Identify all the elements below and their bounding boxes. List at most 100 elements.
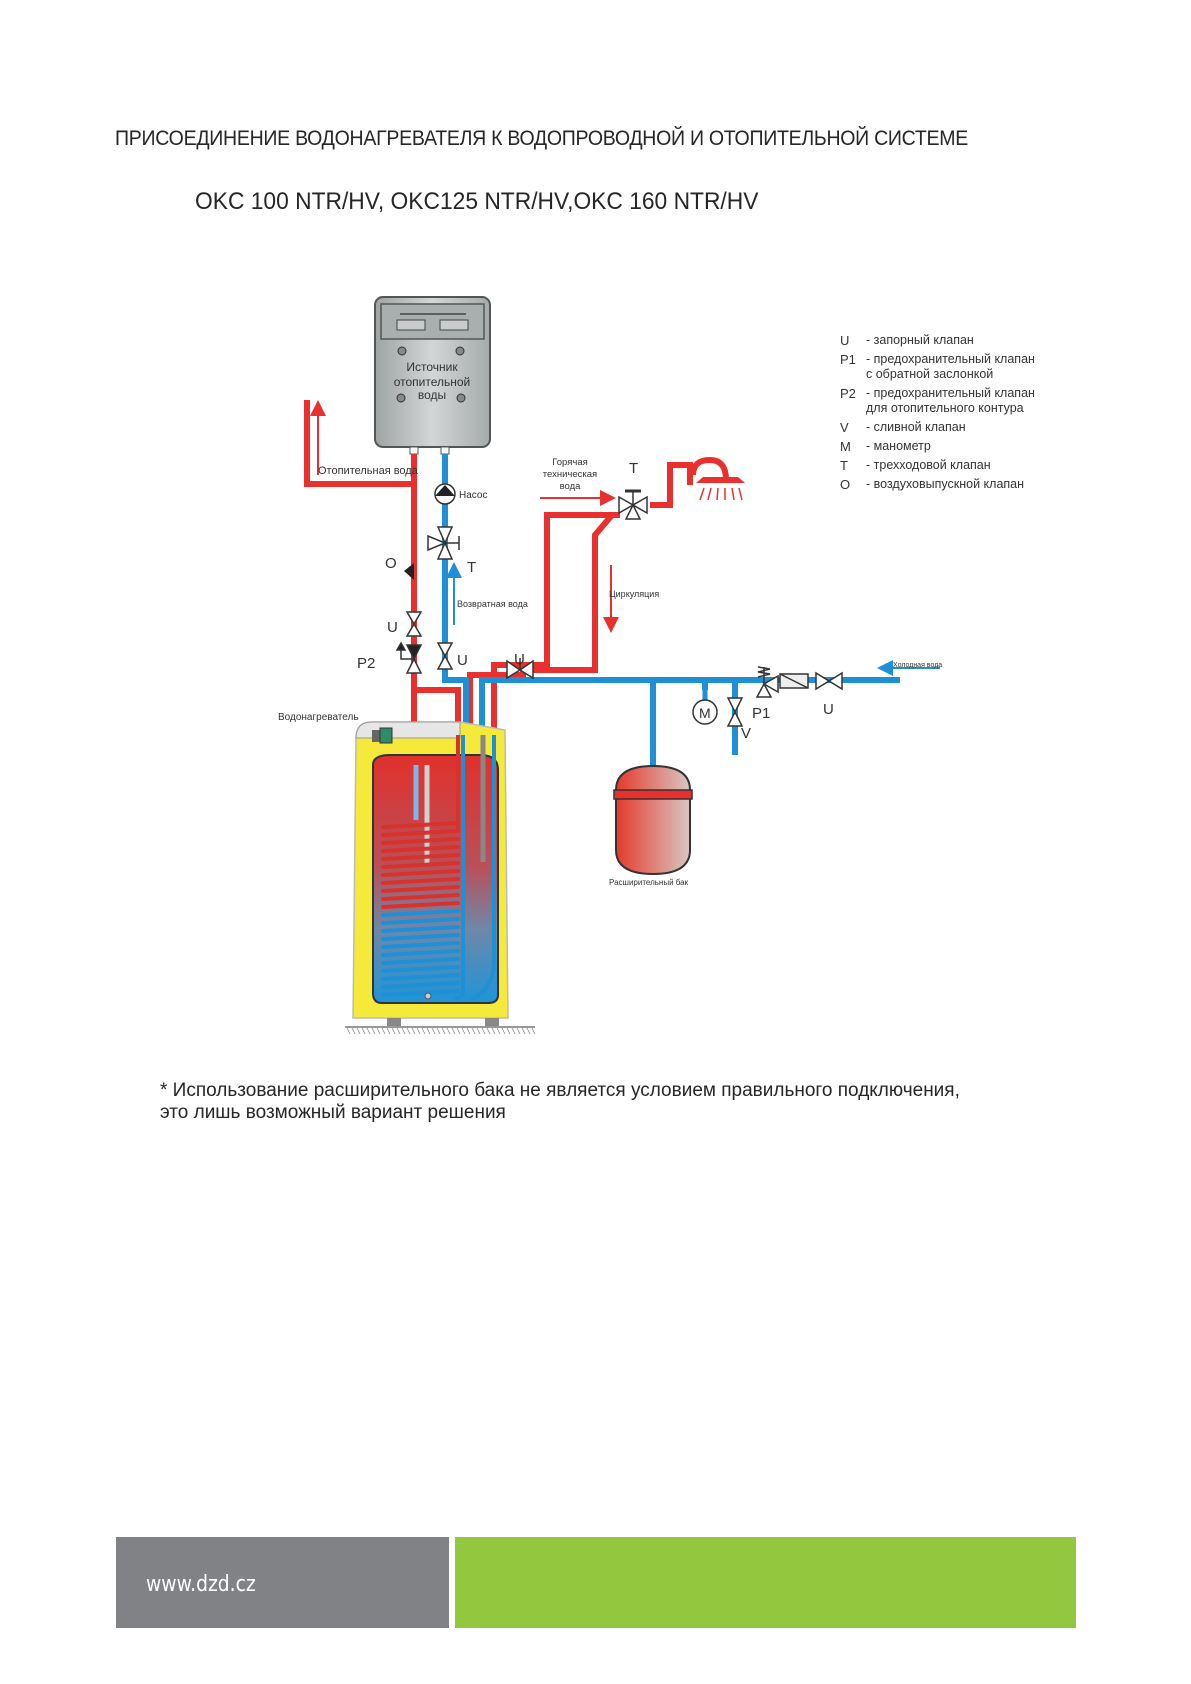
legend-key: U (840, 333, 850, 348)
mark-p2: P2 (357, 655, 375, 672)
hot-water-label-3: вода (560, 481, 582, 492)
coil-turn (381, 893, 460, 901)
hatch-line (511, 1027, 516, 1035)
legend-item: M - манометр (840, 439, 1035, 454)
mark-m: M (699, 705, 711, 721)
hatch-line (361, 1027, 366, 1035)
coil-turn (381, 965, 460, 973)
footnote-line-1: * Использование расширительного бака не … (160, 1080, 960, 1101)
mark-t-hot: T (629, 460, 638, 477)
hatch-line (346, 1027, 351, 1035)
hatch-line (471, 1027, 476, 1035)
mark-t-return: T (467, 559, 476, 576)
expansion-tank-label: Расширительный бак (609, 878, 689, 887)
hatch-line (531, 1027, 536, 1035)
coil-turn (381, 861, 460, 869)
shower-head-icon (690, 456, 745, 501)
hatch-line (401, 1027, 406, 1035)
heating-water-label: Отопительная вода (318, 465, 419, 477)
hatch-line (366, 1027, 371, 1035)
hot-pipes (304, 400, 693, 735)
legend-text: - воздуховыпускной клапан (866, 477, 1025, 491)
expansion-tank (613, 764, 693, 876)
hatch-line (496, 1027, 501, 1035)
shutoff-valve-heating-icon (405, 611, 423, 637)
three-way-valve-return-icon (427, 526, 460, 560)
coil-turn (381, 845, 460, 853)
coil-turn (381, 909, 460, 917)
cold-pipes (442, 454, 900, 770)
legend-key: O (840, 477, 851, 492)
legend-text: - запорный клапан (866, 333, 974, 347)
coil-turn (381, 949, 460, 957)
coil-turn (381, 933, 460, 941)
legend-item: T- трехходовой клапан (840, 458, 1035, 473)
three-way-valve-hot-icon (618, 489, 648, 520)
footnote: * Использование расширительного бака не … (160, 1080, 1080, 1124)
coil-turn (381, 885, 460, 893)
coil-turn (381, 837, 460, 845)
coil-turn (381, 869, 460, 877)
safety-valve-p1-icon (755, 666, 779, 698)
floor-hatch (346, 1027, 536, 1035)
hatch-line (391, 1027, 396, 1035)
hatch-line (481, 1027, 486, 1035)
legend-key: V (840, 420, 849, 435)
hatch-line (376, 1027, 381, 1035)
hatch-line (381, 1027, 386, 1035)
shutoff-valve-cold-icon (815, 671, 843, 691)
air-vent-icon (404, 563, 414, 580)
hatch-line (476, 1027, 481, 1035)
hatch-line (416, 1027, 421, 1035)
hatch-line (486, 1027, 491, 1035)
heat-source-label: Источник (406, 360, 458, 374)
mark-u-heating: U (387, 619, 398, 636)
legend-text: - предохранительный клапан для отопитель… (866, 386, 1035, 415)
hatch-line (386, 1027, 391, 1035)
hatch-line (406, 1027, 411, 1035)
pump-icon (434, 483, 456, 505)
water-heater-label: Водонагреватель (278, 712, 359, 723)
coil-turn (381, 917, 460, 925)
heat-source-label-2: отопительной (394, 375, 471, 389)
hatch-line (461, 1027, 466, 1035)
hatch-line (466, 1027, 471, 1035)
pump-label: Насос (459, 490, 487, 501)
hatch-line (441, 1027, 446, 1035)
footer-url[interactable]: www.dzd.cz (146, 1572, 256, 1597)
hatch-line (501, 1027, 506, 1035)
legend-text: - трехходовой клапан (866, 458, 991, 472)
return-water-label: Возвратная вода (457, 599, 528, 609)
hatch-line (421, 1027, 426, 1035)
coil-turn (381, 989, 460, 997)
circulation-label: Циркуляция (609, 589, 659, 599)
mark-u-return: U (457, 652, 468, 669)
drain-valve-icon (726, 697, 744, 727)
mark-o: O (385, 555, 397, 572)
legend-text: - сливной клапан (866, 420, 966, 434)
hatch-line (411, 1027, 416, 1035)
legend-text: - предохранительный клапан с обратной за… (866, 352, 1035, 381)
legend-item: P2 - предохранительный клапан для отопите… (840, 386, 1035, 416)
hatch-line (436, 1027, 441, 1035)
legend-key: P1 (840, 352, 856, 367)
hatch-line (456, 1027, 461, 1035)
footnote-line-2: это лишь возможный вариант решения (160, 1102, 506, 1123)
model-subtitle: OKC 100 NTR/HV, OKC125 NTR/HV,OKC 160 NT… (195, 188, 759, 215)
safety-valve-p2-icon (395, 641, 423, 674)
hatch-line (431, 1027, 436, 1035)
legend-key: P2 (840, 386, 856, 401)
hatch-line (491, 1027, 496, 1035)
coil-turn (381, 941, 460, 949)
hatch-line (446, 1027, 451, 1035)
coil-turn (381, 981, 460, 989)
hatch-line (371, 1027, 376, 1035)
footer-url-block: www.dzd.cz (116, 1537, 449, 1628)
legend-key: M (840, 439, 851, 454)
hatch-line (396, 1027, 401, 1035)
cold-water-label: Холодная вода (893, 662, 942, 669)
coil-turn (381, 925, 460, 933)
coil-turn (381, 901, 460, 909)
legend-text: - манометр (866, 439, 931, 453)
